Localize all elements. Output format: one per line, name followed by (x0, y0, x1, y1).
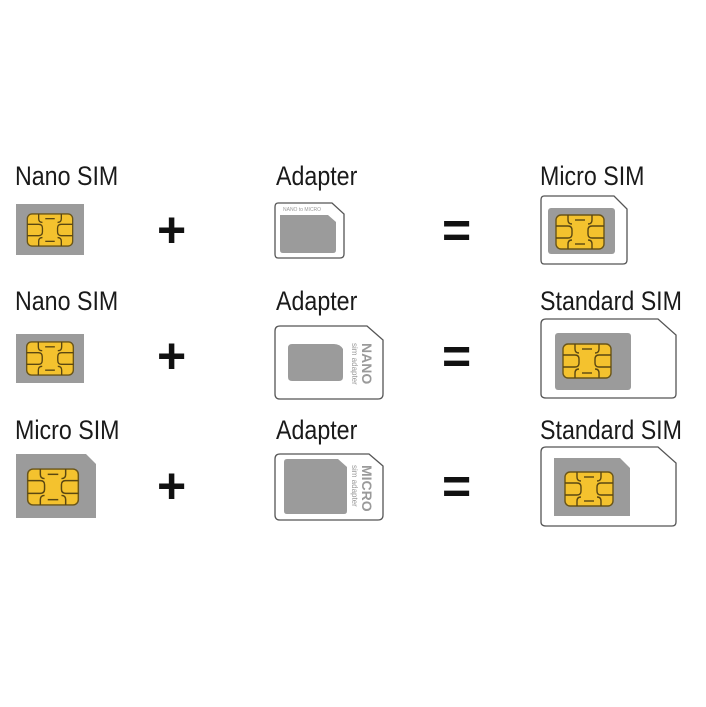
micro-sim-label: Micro SIM (15, 415, 120, 445)
equals-sign: = (442, 458, 472, 514)
standard-sim-card (540, 446, 677, 527)
adapter-subtitle: sim adapter (350, 465, 359, 507)
nano-to-micro-adapter: NANO to MICRO (274, 202, 345, 259)
adapter-subtitle: sim adapter (350, 343, 359, 385)
equals-sign: = (442, 328, 472, 384)
adapter-label: Adapter (276, 286, 358, 316)
adapter-label: Adapter (276, 161, 358, 191)
adapter-brand: MICRO (359, 465, 375, 512)
plus-sign: + (157, 458, 187, 514)
nano-sim-label: Nano SIM (15, 286, 119, 316)
adapter-brand: NANO (359, 343, 375, 384)
equals-sign: = (442, 202, 472, 258)
micro-sim-adapter: MICRO sim adapter (274, 453, 384, 521)
standard-sim-label: Standard SIM (540, 415, 682, 445)
nano-sim-label: Nano SIM (15, 161, 119, 191)
standard-sim-card (540, 318, 677, 399)
micro-sim-card (16, 454, 96, 518)
adapter-text: NANO to MICRO (283, 207, 321, 213)
nano-sim-card (16, 334, 84, 383)
adapter-label: Adapter (276, 415, 358, 445)
nano-sim-adapter: NANO sim adapter (274, 325, 384, 400)
plus-sign: + (157, 328, 187, 384)
chip-icon (26, 213, 74, 247)
micro-sim-card (540, 195, 628, 265)
micro-sim-label: Micro SIM (540, 161, 645, 191)
plus-sign: + (157, 202, 187, 258)
nano-sim-card (16, 204, 84, 255)
standard-sim-label: Standard SIM (540, 286, 682, 316)
